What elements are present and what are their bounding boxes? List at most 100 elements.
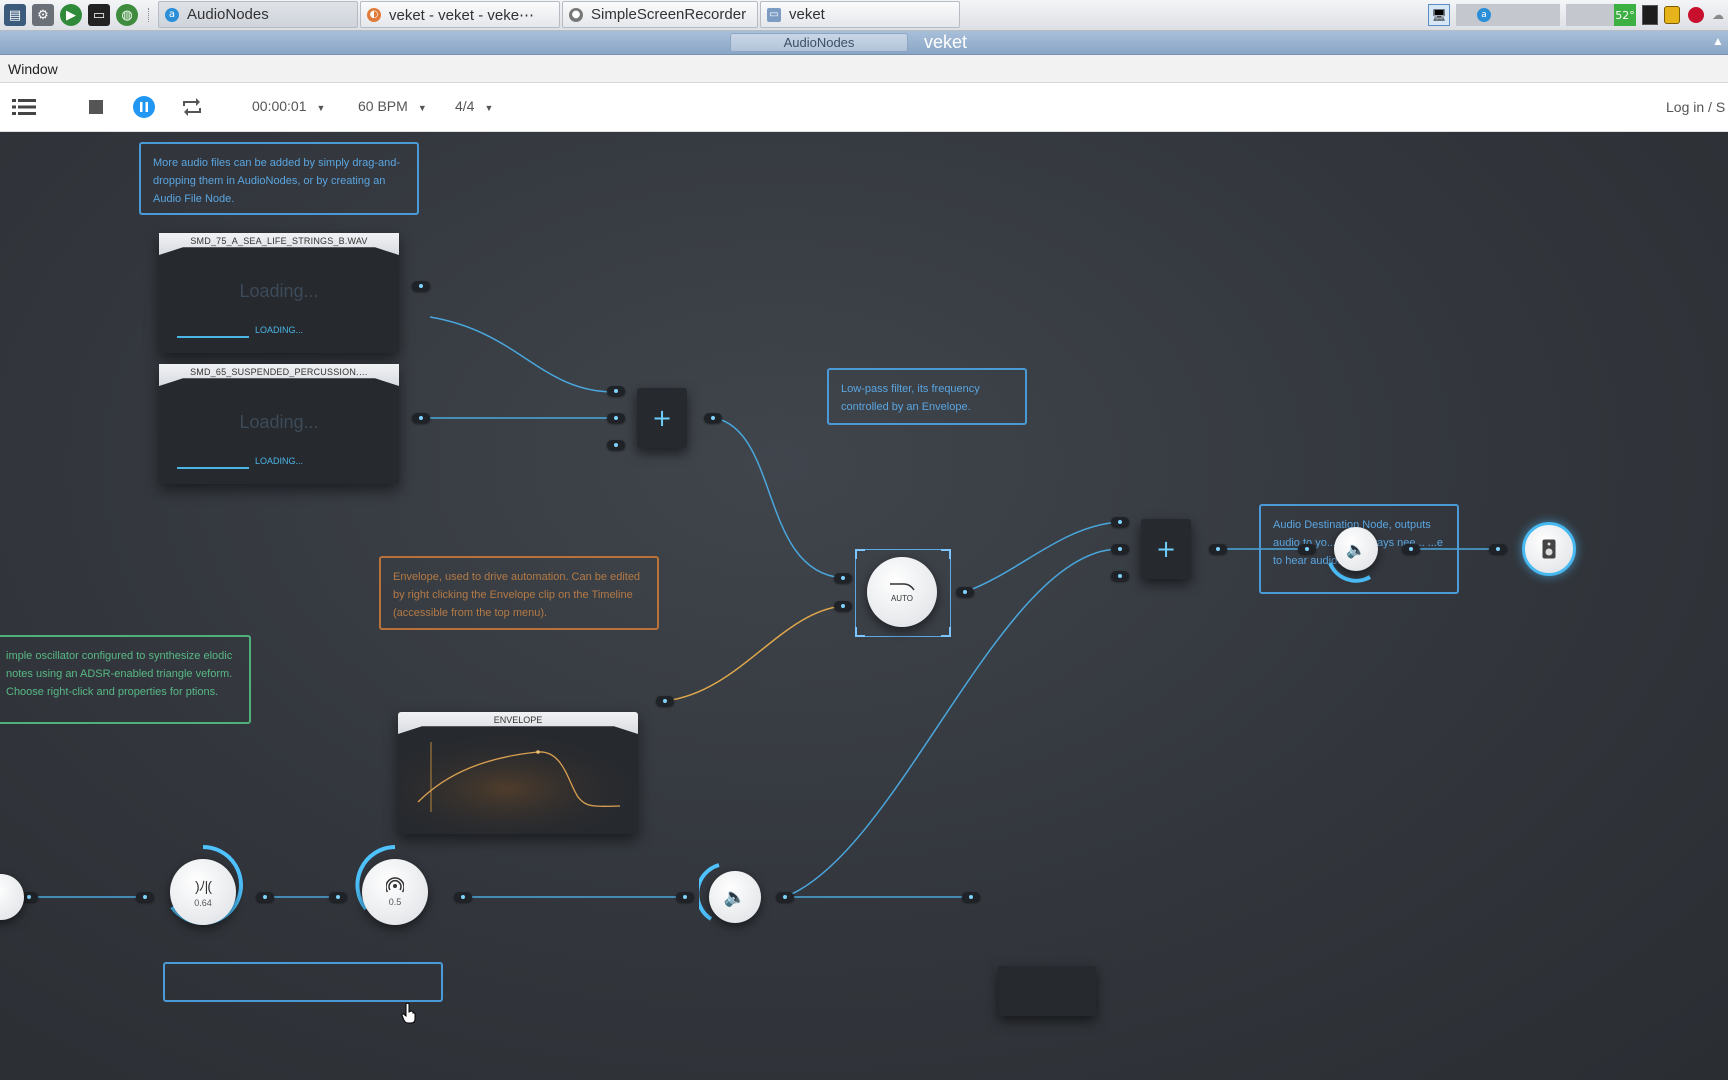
- input-port[interactable]: [607, 386, 625, 396]
- workspace-2[interactable]: [1508, 4, 1560, 26]
- input-port[interactable]: [1489, 544, 1507, 554]
- system-taskbar: ▤ ⚙ ▶ ▭ ◍ a AudioNodes ◐ veket - veket -…: [0, 0, 1728, 31]
- settings-icon[interactable]: ⚙: [32, 4, 54, 26]
- note-bottom[interactable]: [163, 962, 443, 1002]
- time-signature-dropdown[interactable]: 4/4▼: [455, 98, 493, 114]
- loading-label: LOADING...: [255, 325, 304, 335]
- envelope-node[interactable]: ENVELOPE: [398, 712, 638, 834]
- input-port[interactable]: [834, 573, 852, 583]
- output-port[interactable]: [256, 892, 274, 902]
- input-port[interactable]: [329, 892, 347, 902]
- vibration-icon: )ﾉ|(: [195, 878, 212, 894]
- gain-node[interactable]: 🔈: [709, 871, 761, 923]
- time-dropdown[interactable]: 00:00:01 ▼: [252, 98, 325, 114]
- filter-selection-box: [855, 549, 951, 637]
- output-port[interactable]: [1209, 544, 1227, 554]
- connection-wires: [0, 316, 1498, 898]
- tempo-dropdown[interactable]: 60 BPM ▼: [358, 98, 427, 114]
- workspace-1[interactable]: a: [1456, 4, 1512, 26]
- lowpass-filter-node[interactable]: AUTO: [867, 557, 937, 627]
- login-link[interactable]: Log in / S: [1666, 99, 1726, 115]
- loading-text: Loading...: [239, 281, 319, 301]
- stop-button[interactable]: [82, 93, 110, 121]
- input-port[interactable]: [1111, 544, 1129, 554]
- menu-list-icon[interactable]: [10, 93, 38, 121]
- input-port[interactable]: [1111, 571, 1129, 581]
- audionodes-icon: a: [165, 7, 179, 22]
- filter-auto-label: AUTO: [890, 594, 914, 603]
- broadcast-icon: [386, 877, 404, 893]
- folder-icon: ▭: [767, 7, 781, 22]
- tremolo-knob-node[interactable]: )ﾉ|( 0.64: [170, 859, 236, 925]
- output-port[interactable]: [1402, 544, 1420, 554]
- cloud-icon[interactable]: ☁: [1712, 8, 1724, 22]
- terminal-icon[interactable]: ▭: [88, 4, 110, 26]
- task-veket-browser[interactable]: ◐ veket - veket - veke⋯: [360, 1, 560, 28]
- analyser-node[interactable]: [998, 966, 1096, 1016]
- output-port[interactable]: [776, 892, 794, 902]
- note-oscillator[interactable]: imple oscillator configured to synthesiz…: [0, 635, 251, 724]
- memory-icon[interactable]: [1640, 4, 1660, 26]
- task-veket-folder[interactable]: ▭ veket: [760, 1, 960, 28]
- output-port[interactable]: [20, 892, 38, 902]
- output-port[interactable]: [454, 892, 472, 902]
- audio-file-node[interactable]: SMD_75_A_SEA_LIFE_STRINGS_B.WAV Loading.…: [159, 233, 399, 353]
- app-toolbar: 00:00:01 ▼ 60 BPM ▼ 4/4▼ Log in / S: [0, 83, 1728, 132]
- plus-icon: +: [1155, 535, 1177, 563]
- input-port[interactable]: [607, 413, 625, 423]
- window-app-name: veket: [924, 32, 968, 52]
- wire-filter-to-mixer: [964, 521, 1119, 593]
- output-port[interactable]: [412, 413, 430, 423]
- output-port[interactable]: [704, 413, 722, 423]
- add-node[interactable]: +: [637, 388, 687, 448]
- menu-window[interactable]: Window: [8, 61, 58, 77]
- hand-cursor-icon: [401, 1002, 416, 1024]
- input-port[interactable]: [834, 601, 852, 611]
- window-up-icon[interactable]: ▲: [1712, 34, 1724, 48]
- task-audionodes[interactable]: a AudioNodes: [158, 1, 358, 28]
- input-port[interactable]: [607, 440, 625, 450]
- window-tab[interactable]: AudioNodes: [730, 33, 908, 52]
- chevron-down-icon: ▼: [417, 103, 427, 113]
- workspace-3[interactable]: [1566, 4, 1618, 26]
- pan-knob-node[interactable]: 0.5: [362, 859, 428, 925]
- loading-text: Loading...: [239, 412, 319, 432]
- task-label: veket: [789, 6, 825, 23]
- output-port[interactable]: [656, 696, 674, 706]
- window-title-bar: AudioNodes veket ▲: [0, 31, 1728, 55]
- selection-corner: [941, 627, 951, 637]
- loading-progress-bar: [177, 336, 249, 338]
- time-value: 00:00:01: [252, 98, 307, 114]
- destination-gain-node[interactable]: 🔈: [1334, 527, 1378, 571]
- browser-icon: ◐: [367, 7, 381, 22]
- add-node[interactable]: +: [1141, 519, 1191, 579]
- input-port[interactable]: [136, 892, 154, 902]
- network-icon[interactable]: 🖥: [1428, 4, 1450, 26]
- input-port[interactable]: [1111, 517, 1129, 527]
- system-monitor-icon[interactable]: ▤: [4, 4, 26, 26]
- record-icon[interactable]: [1686, 4, 1706, 26]
- input-port[interactable]: [962, 892, 980, 902]
- chevron-down-icon: ▼: [316, 103, 326, 113]
- audio-destination-node[interactable]: [1522, 522, 1576, 576]
- output-port[interactable]: [412, 281, 430, 291]
- node-canvas[interactable]: More audio files can be added by simply …: [0, 132, 1728, 1080]
- note-audio-files[interactable]: More audio files can be added by simply …: [139, 142, 419, 215]
- selection-corner: [941, 549, 951, 559]
- note-envelope[interactable]: Envelope, used to drive automation. Can …: [379, 556, 659, 630]
- input-port[interactable]: [676, 892, 694, 902]
- audio-file-node[interactable]: SMD_65_SUSPENDED_PERCUSSION.… Loading...…: [159, 364, 399, 484]
- task-screen-recorder[interactable]: ● SimpleScreenRecorder: [562, 1, 758, 28]
- loop-icon[interactable]: [178, 93, 206, 121]
- input-port[interactable]: [1298, 544, 1316, 554]
- wire-add-to-filter: [714, 417, 844, 579]
- chevron-down-icon: ▼: [484, 103, 494, 113]
- browser-globe-icon[interactable]: ◍: [116, 4, 138, 26]
- play-icon[interactable]: ▶: [60, 4, 82, 26]
- loading-label: LOADING...: [255, 456, 304, 466]
- tempo-value: 60 BPM: [358, 98, 408, 114]
- disk-icon[interactable]: [1662, 4, 1682, 26]
- pause-button[interactable]: [130, 93, 158, 121]
- output-port[interactable]: [956, 587, 974, 597]
- note-lowpass[interactable]: Low-pass filter, its frequency controlle…: [827, 368, 1027, 425]
